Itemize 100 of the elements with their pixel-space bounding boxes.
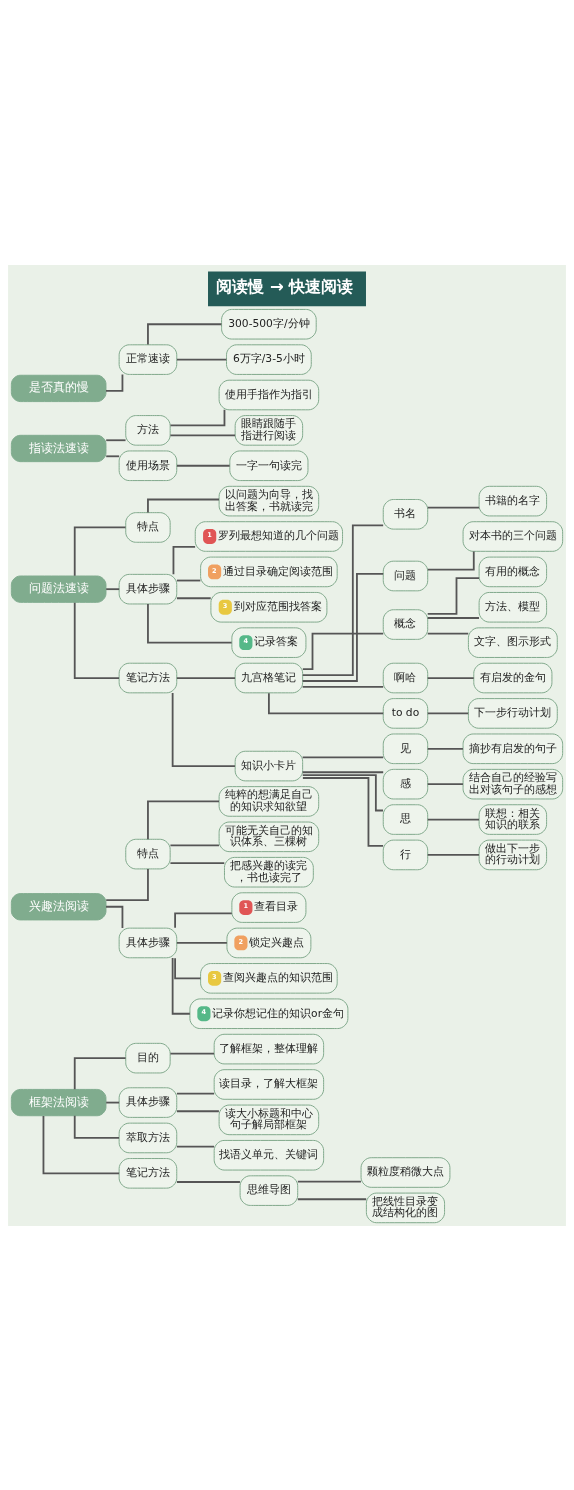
connector <box>174 956 202 979</box>
node-box: 方法 <box>125 414 171 446</box>
node-box: 眼睛跟随手指进行阅读 <box>234 414 304 446</box>
connector <box>169 1052 216 1055</box>
node-box: 指读法速读 <box>10 434 107 462</box>
node-box: 下一步行动计划 <box>467 697 558 729</box>
connector <box>426 782 464 785</box>
connector <box>301 632 385 670</box>
connector <box>73 601 120 679</box>
connector <box>176 1180 241 1183</box>
connector <box>105 587 121 590</box>
node-box: 书名 <box>382 498 429 530</box>
node-box: 特点 <box>125 511 171 543</box>
connector <box>174 911 233 929</box>
connector <box>301 524 385 676</box>
connector <box>169 844 220 846</box>
connector <box>169 433 237 436</box>
node-box: 联想：相关知识的联系 <box>478 803 548 835</box>
node-box: 读大小标题和中心句子解局部框架 <box>218 1104 320 1135</box>
connector <box>176 1145 215 1147</box>
node-box: 知识小卡片 <box>234 750 304 781</box>
connector <box>301 776 384 847</box>
connector <box>147 322 223 345</box>
connector <box>426 676 475 679</box>
connector <box>426 747 464 750</box>
node-box: 了解框架，整体理解 <box>213 1033 325 1064</box>
node-box: 问题法速读 <box>10 575 107 603</box>
connector <box>147 498 220 513</box>
diagram-title: 阅读慢 → 快速阅读 <box>216 276 354 296</box>
node-box: 把感兴趣的读完，书也读完了 <box>223 856 314 887</box>
node-box: 具体步骤 <box>118 927 178 958</box>
node-box: 问题 <box>382 560 429 591</box>
node-box: 具体步骤 <box>118 1086 178 1118</box>
connector <box>296 1197 368 1200</box>
node-box: 兴趣法阅读 <box>10 892 107 920</box>
node-box: 做出下一步的行动计划 <box>478 839 548 870</box>
connector <box>169 408 226 426</box>
node-box: 萃取方法 <box>118 1122 178 1153</box>
node-box: 读目录，了解大框架 <box>213 1068 325 1100</box>
node-box: 是否真的慢 <box>10 374 107 402</box>
node-box: 框架法阅读 <box>10 1088 107 1116</box>
connector <box>73 1114 120 1139</box>
connector <box>176 596 212 599</box>
node-box: 使用场景 <box>118 449 178 481</box>
connector <box>301 572 385 682</box>
connector <box>301 773 384 811</box>
node-box: 颗粒度稍微大点 <box>360 1156 451 1188</box>
connector <box>301 756 385 758</box>
node-box: 可能无关自己的知识体系、三棵树 <box>218 821 320 852</box>
node-box: 见 <box>382 733 429 764</box>
connector <box>426 576 480 615</box>
node-box: 思 <box>382 803 429 835</box>
node-box: 行 <box>382 839 429 870</box>
node-box: 具体步骤 <box>118 573 178 604</box>
connector <box>176 1109 220 1112</box>
connector <box>172 545 196 575</box>
connector <box>147 602 233 644</box>
node-box: to do <box>382 697 429 729</box>
connector <box>176 579 202 581</box>
node-box: 找语义单元、关键词 <box>213 1139 325 1171</box>
connector <box>301 685 385 688</box>
connector <box>426 506 480 509</box>
connector <box>105 454 121 457</box>
connector <box>176 676 236 679</box>
node-box: 特点 <box>125 838 171 869</box>
node-box: 使用手指作为指引 <box>218 379 320 410</box>
node-box: 一字一句读完 <box>229 449 309 481</box>
node-box: 笔记方法 <box>118 662 178 693</box>
node-box: 有启发的金句 <box>473 662 553 693</box>
connector <box>426 712 470 714</box>
node-box: 对本书的三个问题 <box>462 520 564 552</box>
connector <box>171 691 236 767</box>
connector <box>176 464 231 467</box>
node-box: 6万字/3-5小时 <box>226 343 312 375</box>
node-box: 300-500字/分钟 <box>221 308 317 340</box>
node-box: 正常速读 <box>118 343 178 375</box>
node-box: 把线性目录变成结构化的图 <box>365 1192 446 1223</box>
connector <box>105 438 127 441</box>
connector <box>105 905 124 929</box>
connector <box>73 1056 127 1090</box>
connector <box>105 867 149 901</box>
connector <box>73 526 127 577</box>
node-box: 思维导图 <box>239 1174 299 1206</box>
node-box: 文字、图示形式 <box>467 626 558 658</box>
connector <box>176 358 228 361</box>
connector <box>169 861 226 864</box>
connector <box>176 941 228 944</box>
connector <box>147 800 220 840</box>
connector <box>426 616 480 619</box>
node-box: 笔记方法 <box>118 1157 178 1189</box>
connector <box>296 1180 362 1182</box>
node-box: 感 <box>382 768 429 799</box>
connector <box>426 632 470 634</box>
connector <box>105 373 124 392</box>
node-box: 九宫格笔记 <box>234 662 304 693</box>
node-box: 目的 <box>125 1042 171 1073</box>
node-box: 以问题为向导，找出答案，书就读完 <box>218 485 320 516</box>
node-box: 有用的概念 <box>478 556 548 587</box>
connector <box>426 818 480 820</box>
connector <box>176 1092 215 1094</box>
